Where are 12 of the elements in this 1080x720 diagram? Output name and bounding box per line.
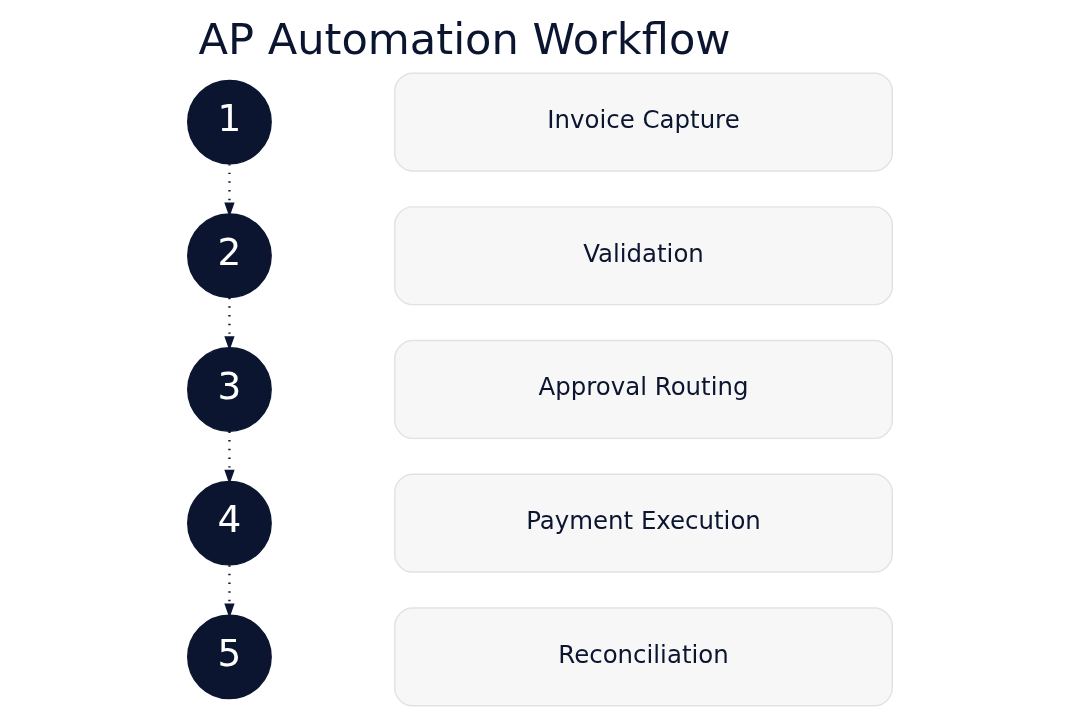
- node-circle: 4: [187, 480, 272, 566]
- node-circle: 1: [187, 79, 272, 165]
- node-box: Validation: [394, 206, 893, 306]
- node-circle: 3: [187, 347, 272, 432]
- diagram-title: AP Automation Workflow: [198, 14, 731, 65]
- node-box: Reconciliation: [394, 607, 893, 707]
- node-box: Invoice Capture: [394, 72, 893, 172]
- node-box: Payment Execution: [394, 473, 893, 573]
- node-circle: 2: [187, 213, 272, 299]
- arrow: [224, 297, 235, 351]
- node-circle: 5: [187, 614, 272, 700]
- node-box: Approval Routing: [394, 339, 893, 440]
